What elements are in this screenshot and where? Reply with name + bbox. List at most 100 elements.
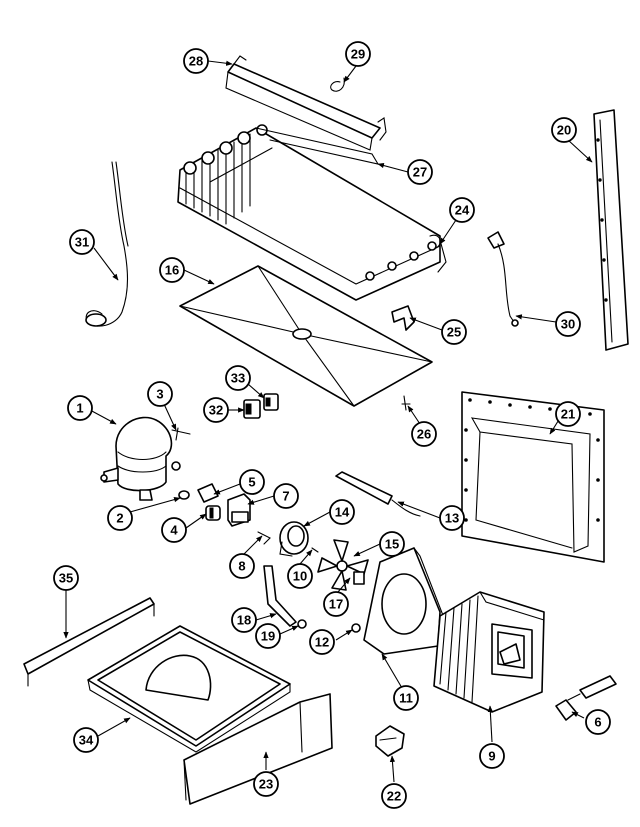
part-30-sensor-wire xyxy=(487,231,519,327)
callout-12: 12 xyxy=(309,629,335,655)
callout-28: 28 xyxy=(183,48,209,74)
callout-label: 34 xyxy=(79,733,94,748)
callout-34: 34 xyxy=(73,727,99,753)
callout-19: 19 xyxy=(255,623,281,649)
callout-label: 16 xyxy=(165,263,179,278)
part-23-toe-grille xyxy=(183,693,333,805)
part-33-relay-block xyxy=(263,393,279,411)
callout-label: 18 xyxy=(237,613,251,628)
callout-35: 35 xyxy=(53,565,79,591)
leader-lines xyxy=(63,60,593,783)
callout-11: 11 xyxy=(393,685,419,711)
callout-15: 15 xyxy=(379,531,405,557)
part-27-drip-tray xyxy=(255,127,380,165)
part-8-clip xyxy=(257,531,271,545)
callout-13: 13 xyxy=(439,505,465,531)
callout-label: 8 xyxy=(238,559,245,574)
callout-2: 2 xyxy=(107,505,133,531)
callout-label: 27 xyxy=(413,165,427,180)
callout-label: 1 xyxy=(76,401,83,416)
callout-29: 29 xyxy=(345,41,371,67)
part-29-hook xyxy=(330,77,345,92)
callout-label: 6 xyxy=(594,715,601,730)
part-25-bracket xyxy=(391,305,415,331)
callout-label: 7 xyxy=(282,489,289,504)
callout-1: 1 xyxy=(67,395,93,421)
part-16-evaporator-cover xyxy=(179,265,433,407)
part-1-compressor xyxy=(100,416,181,501)
callout-label: 19 xyxy=(261,629,275,644)
callout-21: 21 xyxy=(555,401,581,427)
part-15-fan-blade xyxy=(317,539,369,591)
callout-6: 6 xyxy=(585,709,611,735)
callout-7: 7 xyxy=(273,483,299,509)
part-34-drain-pan xyxy=(87,625,291,753)
callout-label: 26 xyxy=(417,427,431,442)
callout-label: 21 xyxy=(561,407,575,422)
part-13-defrost-terminator xyxy=(335,471,421,517)
callout-33: 33 xyxy=(225,365,251,391)
callout-31: 31 xyxy=(69,229,95,255)
evaporator-coil xyxy=(177,124,447,301)
callout-27: 27 xyxy=(407,159,433,185)
callout-label: 20 xyxy=(557,123,571,138)
callout-17: 17 xyxy=(323,591,349,617)
callout-label: 5 xyxy=(248,475,255,490)
callout-label: 28 xyxy=(189,54,203,69)
callout-5: 5 xyxy=(239,469,265,495)
part-4-grommet xyxy=(205,505,221,521)
callout-label: 14 xyxy=(335,505,350,520)
callout-32: 32 xyxy=(203,397,229,423)
callout-14: 14 xyxy=(329,499,355,525)
part-35-angle-strip xyxy=(23,597,155,687)
callout-label: 23 xyxy=(259,777,273,792)
callout-25: 25 xyxy=(441,319,467,345)
callout-label: 30 xyxy=(561,317,575,332)
callout-22: 22 xyxy=(381,783,407,809)
callout-8: 8 xyxy=(229,553,255,579)
part-28-heater-tube xyxy=(225,55,387,151)
callout-20: 20 xyxy=(551,117,577,143)
callout-label: 3 xyxy=(156,387,163,402)
callout-26: 26 xyxy=(411,421,437,447)
part-21-rear-panel xyxy=(461,391,605,563)
callout-label: 11 xyxy=(399,691,413,706)
callout-4: 4 xyxy=(161,517,187,543)
callout-label: 35 xyxy=(59,571,73,586)
part-5-relay xyxy=(197,483,219,503)
part-11-fan-shroud xyxy=(363,547,445,655)
callout-30: 30 xyxy=(555,311,581,337)
callout-label: 2 xyxy=(116,511,123,526)
callout-label: 22 xyxy=(387,789,401,804)
callout-label: 32 xyxy=(209,403,223,418)
callout-10: 10 xyxy=(287,563,313,589)
callout-23: 23 xyxy=(253,771,279,797)
callout-16: 16 xyxy=(159,257,185,283)
part-12-grommet xyxy=(351,623,361,633)
callout-label: 24 xyxy=(455,203,470,218)
part-20-side-panel xyxy=(593,109,629,351)
part-19-grommet xyxy=(297,619,307,629)
callout-label: 33 xyxy=(231,371,245,386)
callout-label: 15 xyxy=(385,537,399,552)
callout-label: 9 xyxy=(488,749,495,764)
part-17-nut xyxy=(353,571,365,585)
callout-18: 18 xyxy=(231,607,257,633)
part-31-drain-tube xyxy=(85,161,129,327)
callout-label: 29 xyxy=(351,47,365,62)
part-18-motor-bracket xyxy=(263,565,297,627)
callout-24: 24 xyxy=(449,197,475,223)
part-14-fan-motor xyxy=(279,521,309,557)
part-22-cap xyxy=(375,725,405,757)
callout-label: 31 xyxy=(75,235,89,250)
callout-label: 17 xyxy=(329,597,343,612)
callout-9: 9 xyxy=(479,743,505,769)
part-3-pin xyxy=(171,427,191,441)
callout-label: 4 xyxy=(170,523,178,538)
callout-label: 12 xyxy=(315,635,329,650)
part-9-condenser xyxy=(433,591,545,713)
callout-label: 10 xyxy=(293,569,307,584)
callout-3: 3 xyxy=(147,381,173,407)
part-2-grommet xyxy=(178,490,190,500)
